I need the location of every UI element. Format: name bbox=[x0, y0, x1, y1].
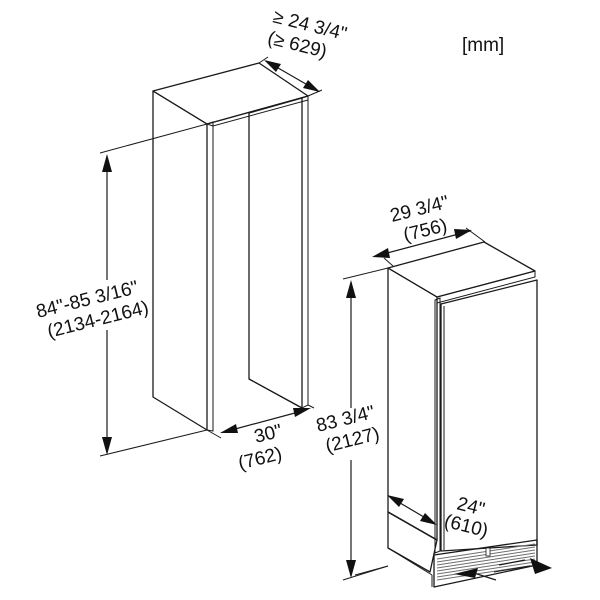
appliance-height-dimension: 83 3/4" (2127) bbox=[314, 267, 389, 581]
niche-height-dimension: 84"-85 3/16" (2134-2164) bbox=[34, 123, 208, 457]
airflow-arrows bbox=[454, 558, 552, 581]
niche-width-dimension: 30" (762) bbox=[206, 404, 315, 475]
appliance-width-dimension: 29 3/4" (756) bbox=[372, 192, 486, 267]
niche-depth-dimension: ≥ 24 3/4" (≥ 629) bbox=[258, 6, 349, 97]
niche-width-mm: (762) bbox=[236, 443, 284, 474]
appliance-body bbox=[354, 241, 538, 588]
niche-cabinet bbox=[152, 62, 309, 432]
air-inlet-arrow-icon bbox=[454, 568, 478, 578]
niche-width-inches: 30" bbox=[252, 421, 284, 448]
air-outlet-arrow-icon bbox=[530, 558, 552, 574]
units-label: [mm] bbox=[462, 35, 504, 56]
